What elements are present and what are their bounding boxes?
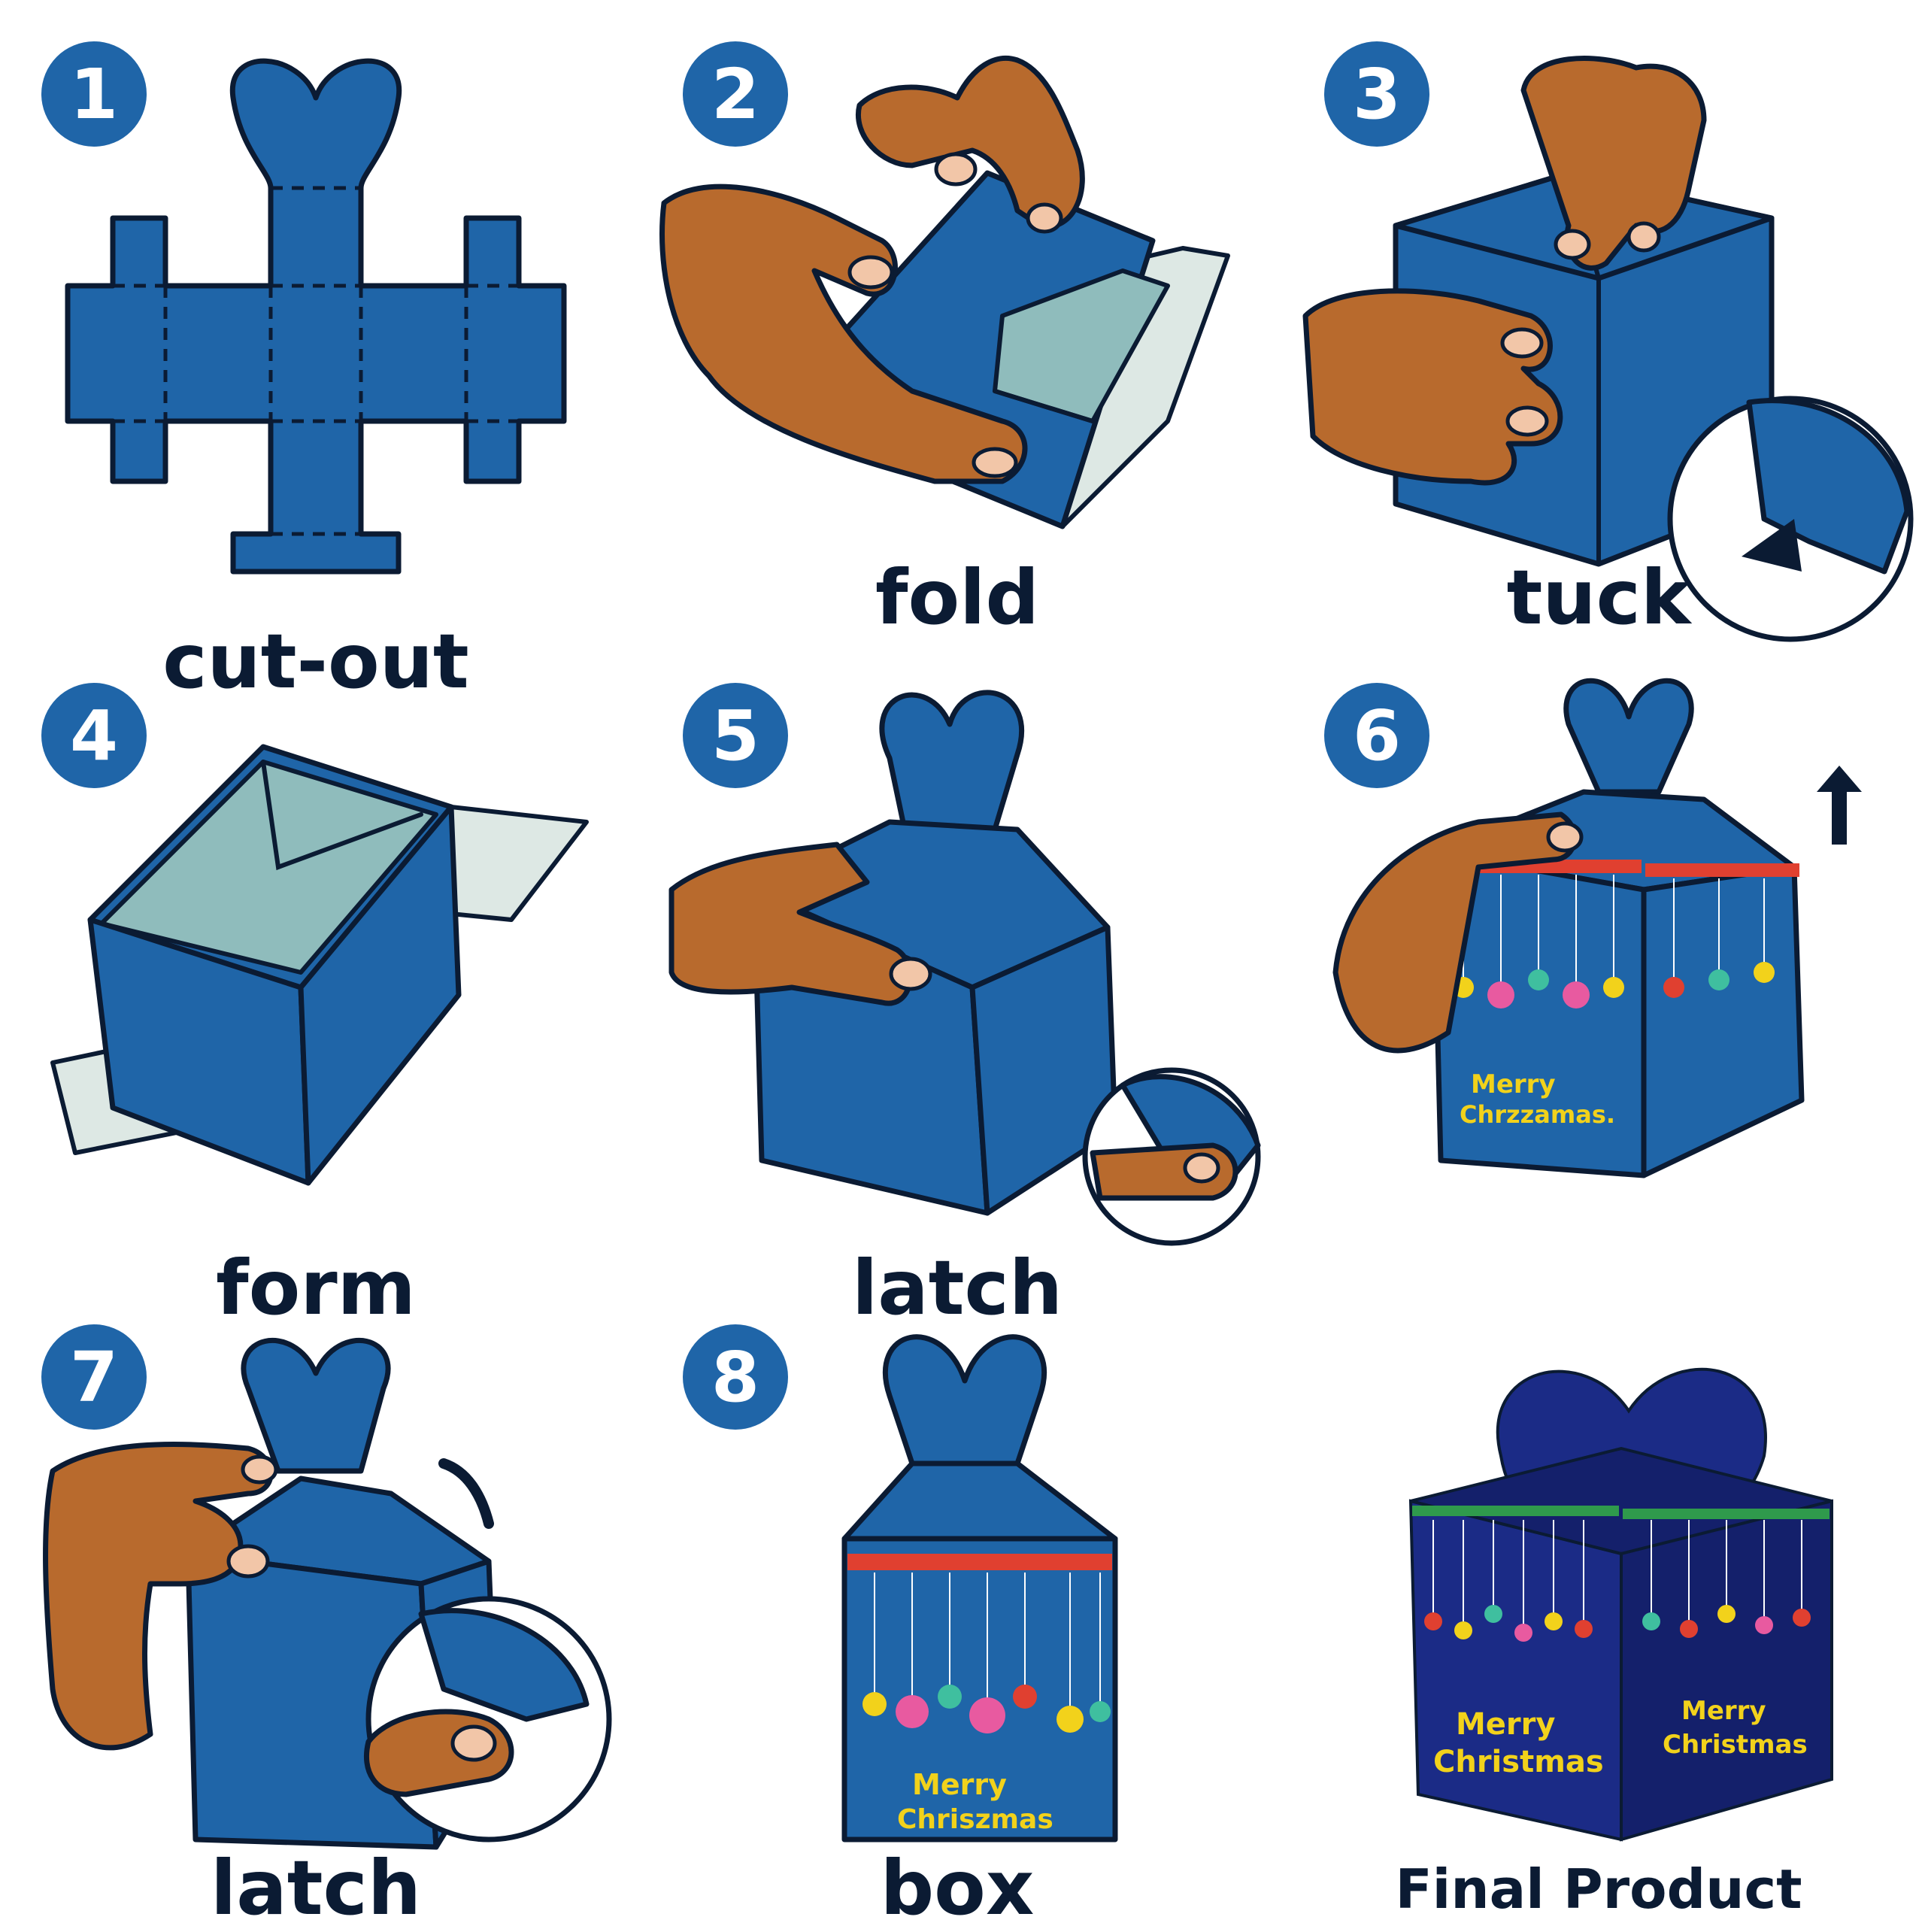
form-step-illustration — [50, 744, 589, 1186]
final-side-print-line1: Merry — [1681, 1696, 1766, 1726]
final-product-image: Merry Christmas Merry Christmas — [1408, 1367, 1833, 1842]
final-print-line2: Christmas — [1433, 1745, 1604, 1779]
finished-box-illustration: Merry Chriszmas — [841, 1334, 1118, 1843]
step-label: form — [216, 1244, 416, 1332]
step-number-badge: 3 — [1324, 41, 1429, 147]
box-print-line2: Chriszmas — [897, 1804, 1053, 1835]
box-print-line2: Chrzzamas. — [1460, 1100, 1615, 1129]
step-label: box — [880, 1844, 1035, 1932]
step-label: fold — [875, 554, 1040, 641]
step-6-panel: Merry Chrzzamas. 6 — [1283, 641, 1914, 1281]
final-product-label: Final Product — [1395, 1858, 1802, 1921]
latch-step-illustration — [668, 690, 1261, 1246]
step-number-badge: 8 — [683, 1324, 788, 1430]
step-number-badge: 6 — [1324, 683, 1429, 788]
step-number-badge: 5 — [683, 683, 788, 788]
step-number-badge: 7 — [41, 1324, 147, 1430]
final-side-print-line2: Christmas — [1663, 1730, 1808, 1760]
box-print-line1: Merry — [912, 1768, 1007, 1801]
fold-step-illustration — [659, 55, 1230, 529]
step-4-panel: 4 form — [0, 641, 632, 1326]
step-label: cut-out — [162, 617, 469, 705]
step-2-panel: 2 fold — [641, 0, 1273, 639]
step-5-panel: 5 latch — [641, 641, 1273, 1326]
cut-out-template-illustration — [65, 58, 567, 575]
step-label: latch — [851, 1244, 1063, 1332]
latch-tab-illustration — [43, 1337, 612, 1850]
step-label: latch — [210, 1844, 422, 1932]
step-3-panel: 3 tuck — [1283, 0, 1914, 642]
step-number-badge: 1 — [41, 41, 147, 147]
step-number-badge: 4 — [41, 683, 147, 788]
step-number-badge: 2 — [683, 41, 788, 147]
step-7-panel: 7 latch — [0, 1283, 632, 1926]
final-print-line1: Merry — [1456, 1707, 1555, 1742]
step-1-panel: 1 cut-out — [0, 0, 632, 699]
final-product-panel: Merry Christmas Merry Christmas Final Pr… — [1283, 1283, 1914, 1922]
box-print-line1: Merry — [1471, 1069, 1556, 1099]
step-8-panel: Merry Chriszmas 8 box — [641, 1283, 1273, 1926]
tuck-step-illustration — [1302, 56, 1914, 642]
step-label: tuck — [1506, 554, 1691, 641]
lift-box-illustration: Merry Chrzzamas. — [1332, 678, 1862, 1178]
